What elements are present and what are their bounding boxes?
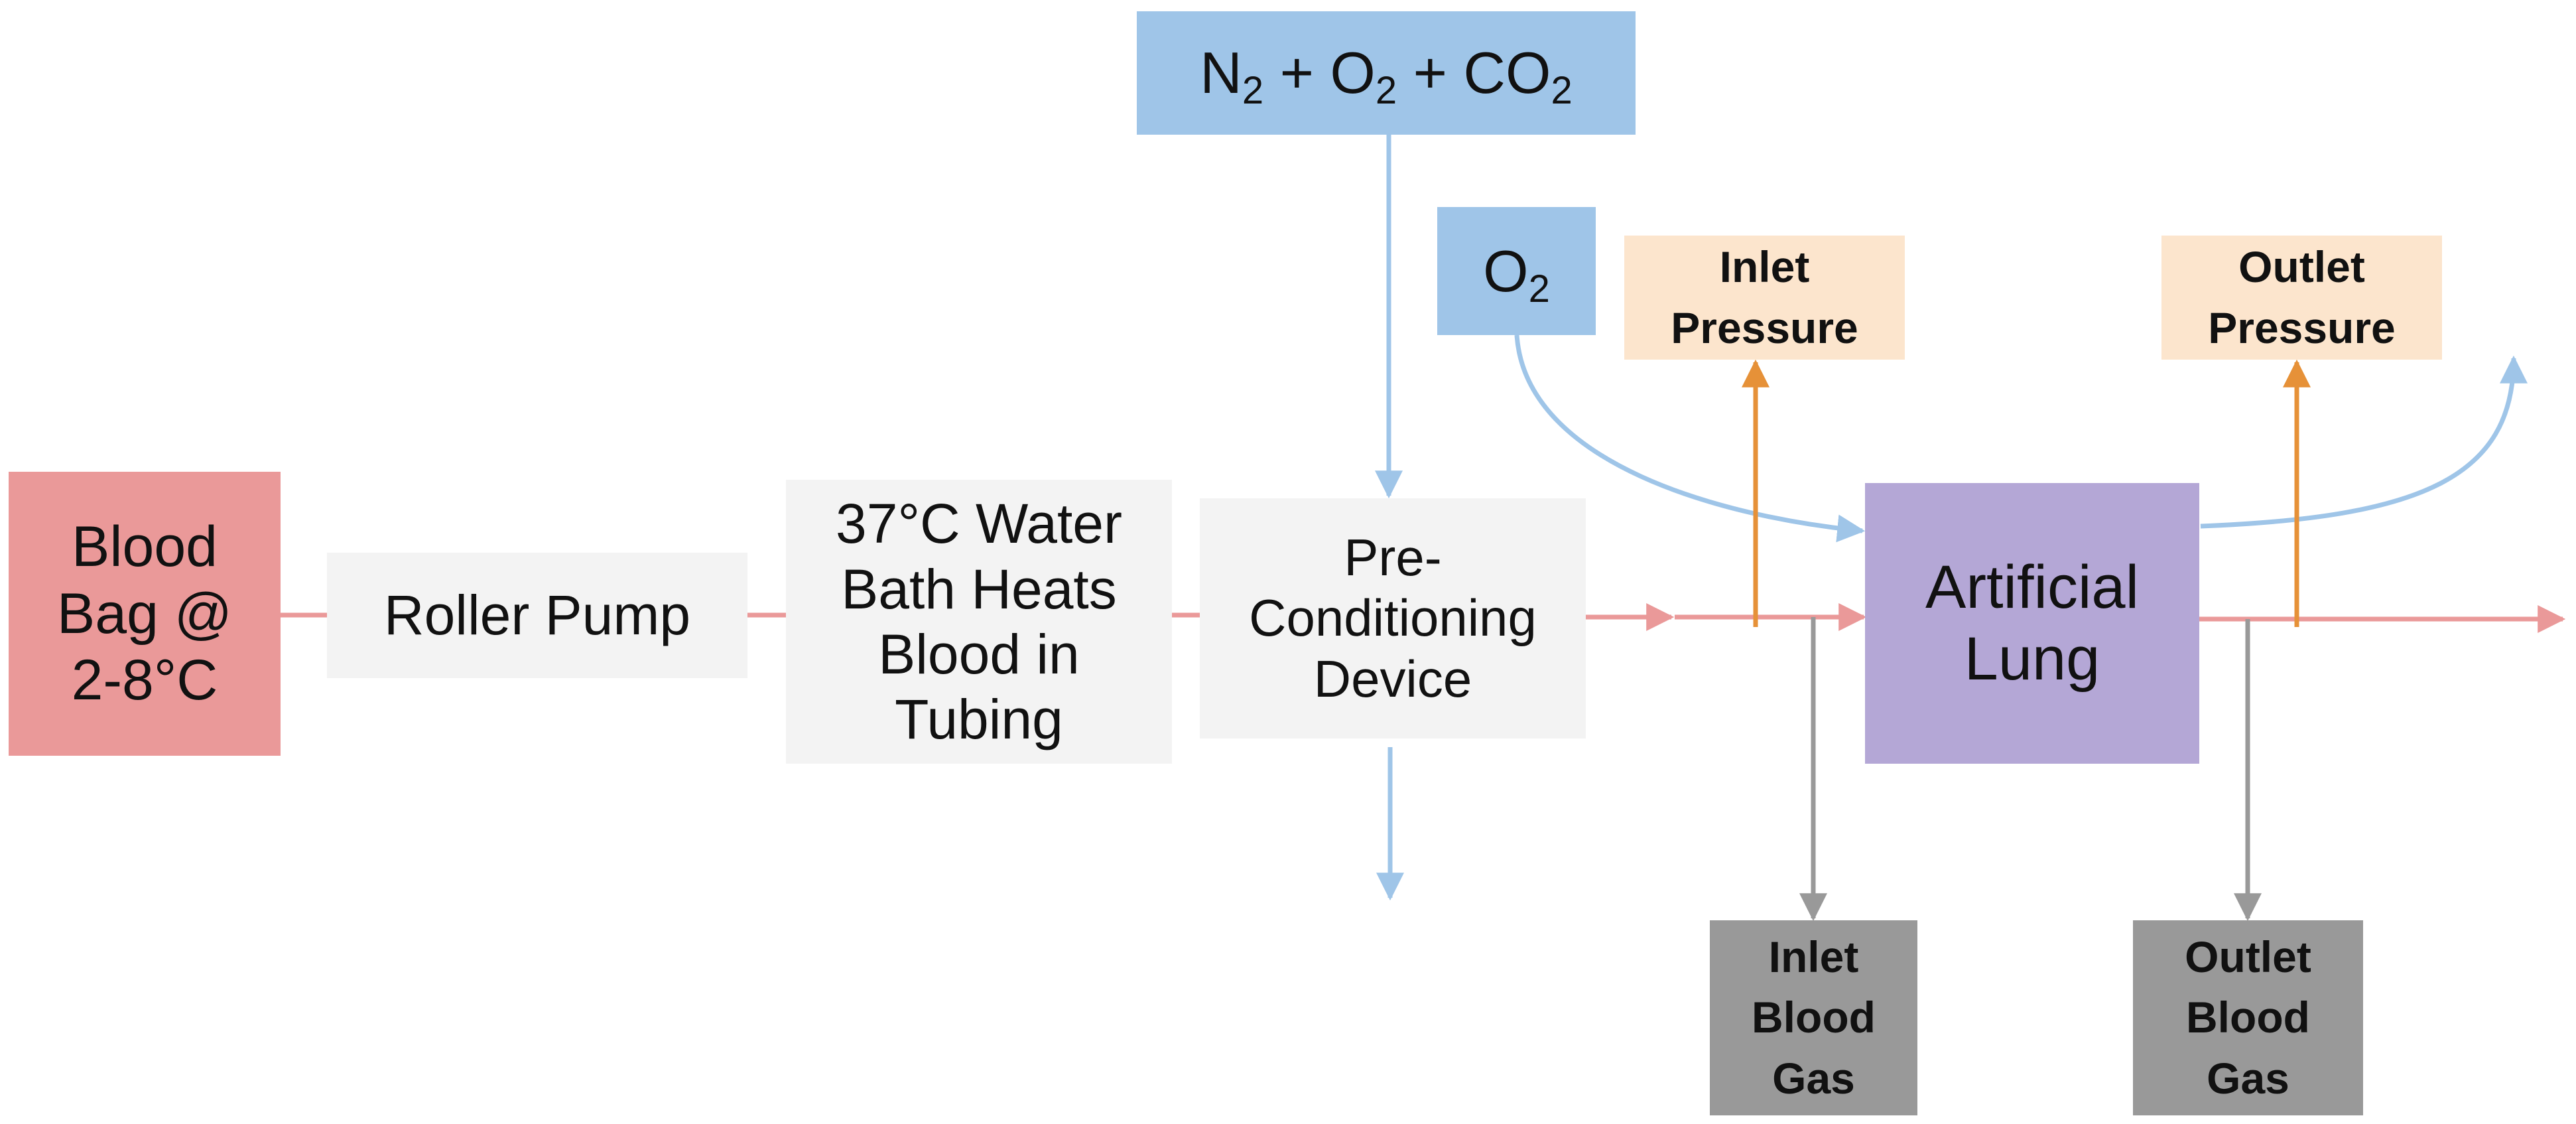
outlet-blood-gas-label: Outlet Blood Gas — [2185, 932, 2311, 1103]
inlet-pressure-label: Inlet Pressure — [1671, 242, 1858, 352]
outlet-pressure-box: Outlet Pressure — [2161, 236, 2442, 360]
inlet-pressure-box: Inlet Pressure — [1624, 236, 1905, 360]
artificial-lung-box: Artificial Lung — [1865, 483, 2199, 764]
gas-arrow-oxygen-to-lung — [1514, 334, 1866, 543]
water-bath-label: 37°C Water Bath Heats Blood in Tubing — [836, 492, 1122, 751]
gas-mixture-label: N2 + O2 + CO2 — [1200, 40, 1573, 113]
gas-arrow-lung-exhaust — [2200, 355, 2528, 529]
oxygen-supply-label: O2 — [1483, 238, 1550, 311]
inlet-blood-gas-label: Inlet Blood Gas — [1752, 932, 1876, 1103]
blood-bag-box: Blood Bag @ 2-8°C — [9, 472, 281, 756]
artificial-lung-label: Artificial Lung — [1925, 553, 2140, 693]
water-bath-box: 37°C Water Bath Heats Blood in Tubing — [786, 480, 1172, 764]
roller-pump-box: Roller Pump — [327, 553, 747, 678]
gas-mixture-box: N2 + O2 + CO2 — [1137, 11, 1636, 135]
preconditioning-device-box: Pre- Conditioning Device — [1200, 498, 1586, 738]
oxygen-supply-box: O2 — [1437, 207, 1596, 335]
roller-pump-label: Roller Pump — [383, 584, 691, 647]
outlet-pressure-label: Outlet Pressure — [2208, 242, 2396, 352]
outlet-blood-gas-box: Outlet Blood Gas — [2133, 920, 2363, 1115]
inlet-blood-gas-box: Inlet Blood Gas — [1710, 920, 1917, 1115]
blood-bag-label: Blood Bag @ 2-8°C — [56, 515, 233, 713]
preconditioning-device-label: Pre- Conditioning Device — [1249, 528, 1537, 708]
